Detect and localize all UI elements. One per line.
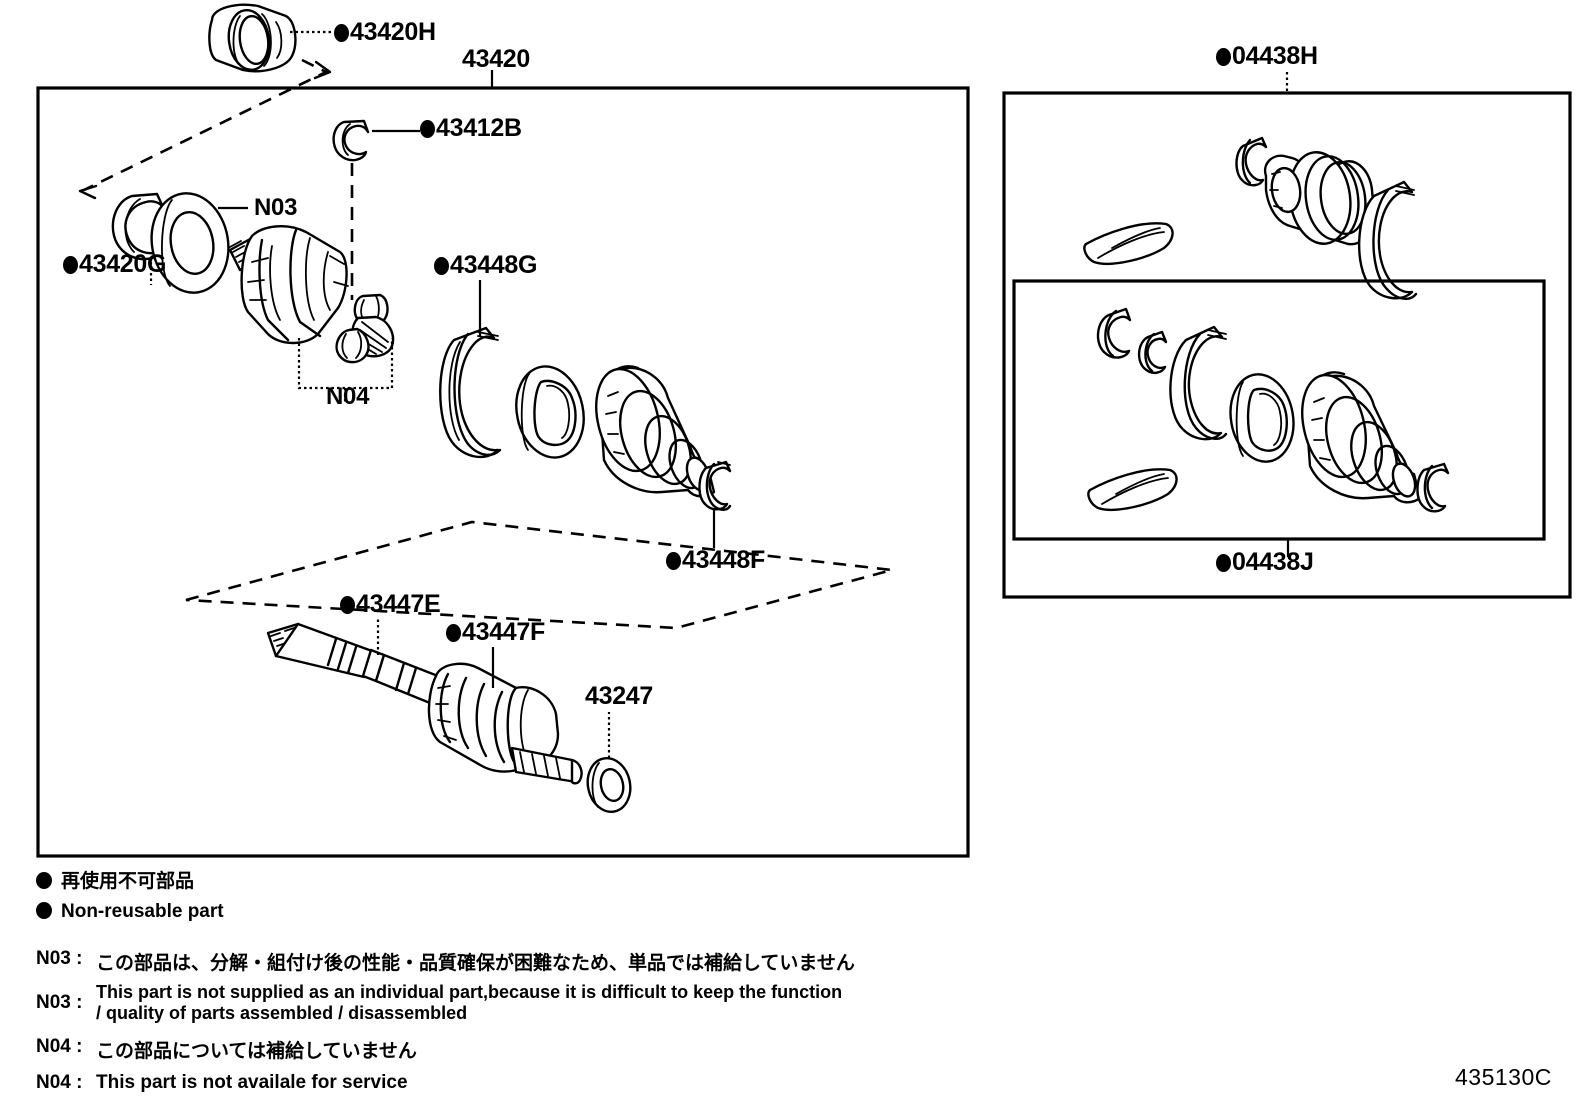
non-reusable-bullet-icon <box>36 872 52 889</box>
part-art-43448F <box>698 460 732 511</box>
part-art-N03 <box>150 192 230 294</box>
non-reusable-bullet-icon <box>420 120 435 138</box>
part-art-boot-retainer <box>515 365 585 459</box>
part-label-04438J: 04438J <box>1216 550 1314 575</box>
non-reusable-bullet-icon <box>36 902 52 919</box>
part-art-04438J-snapring-1 <box>1096 307 1132 359</box>
non-reusable-bullet-icon <box>1216 554 1231 572</box>
part-label-43247: 43247 <box>585 682 654 710</box>
note-text-n03-ja: この部品は、分解・組付け後の性能・品質確保が困難なため、単品では補給していません <box>96 953 855 974</box>
note-tag-n03-en: N03 : <box>36 992 83 1013</box>
assembly-dash-43420H <box>83 58 329 192</box>
note-tag-n03-ja: N03 : <box>36 948 83 969</box>
part-art-04438J-retainer <box>1229 373 1295 463</box>
group-frame-04438H <box>1002 91 1572 599</box>
part-label-43447F: 43447F <box>446 620 545 645</box>
part-art-43448G <box>439 326 502 459</box>
part-label-43447E: 43447E <box>340 592 441 617</box>
non-reusable-bullet-icon <box>666 552 681 570</box>
group-frame-43420 <box>36 86 970 858</box>
part-art-43412B <box>332 119 370 162</box>
group-frame-04438J <box>1012 279 1546 541</box>
non-reusable-bullet-icon <box>434 257 449 275</box>
part-label-43448G: 43448G <box>434 253 537 278</box>
part-label-43448F: 43448F <box>666 548 765 573</box>
part-art-04438H-small-clamp <box>1235 136 1268 187</box>
note-tag-n04-ja: N04 : <box>36 1036 83 1057</box>
part-label-43412B: 43412B <box>420 116 522 141</box>
non-reusable-bullet-icon <box>334 24 349 42</box>
part-art-04438J-snapring-2 <box>1137 330 1168 374</box>
part-label-43420H: 43420H <box>334 20 436 45</box>
part-art-04438H-large-clamp <box>1357 180 1418 300</box>
part-art-04438J-grease-pack <box>1087 468 1178 512</box>
note-text-n03-en: This part is not supplied as an individu… <box>96 982 843 1023</box>
part-art-N04-tripod <box>335 293 395 364</box>
part-art-04438H-grease-pack <box>1083 222 1174 266</box>
part-art-inboard-boot <box>595 365 716 498</box>
assembly-dash-lower <box>185 520 893 630</box>
part-art-04438J-boot <box>1301 371 1422 504</box>
non-reusable-bullet-icon <box>446 624 461 642</box>
part-art-04438J-small-clamp <box>1416 462 1450 513</box>
part-art-outer-race <box>228 225 349 345</box>
non-reusable-bullet-icon <box>63 256 78 274</box>
part-label-43420G: 43420G <box>63 252 166 277</box>
part-art-driveshaft <box>266 622 583 785</box>
part-label-N04: N04 <box>326 383 370 410</box>
legend-non-reusable-en: Non-reusable part <box>36 901 224 923</box>
drawing-number: 435130C <box>1455 1064 1552 1090</box>
part-art-04438H-boot <box>1263 151 1376 246</box>
non-reusable-bullet-icon <box>340 596 355 614</box>
arrowhead-left <box>78 184 98 200</box>
part-art-43420G <box>111 192 165 261</box>
note-text-n04-en: This part is not availale for service <box>96 1072 408 1093</box>
part-art-04438J-clamp <box>1169 325 1228 441</box>
part-label-04438H: 04438H <box>1216 44 1318 69</box>
part-label-43420: 43420 <box>462 45 531 73</box>
note-tag-n04-en: N04 : <box>36 1072 83 1093</box>
note-text-n04-ja: この部品については補給していません <box>96 1041 417 1062</box>
part-art-43247 <box>586 757 632 813</box>
legend-non-reusable-ja: 再使用不可部品 <box>36 866 194 893</box>
non-reusable-bullet-icon <box>1216 48 1231 66</box>
part-art-43420H <box>208 3 297 73</box>
arrowhead-right <box>313 60 332 80</box>
part-label-N03: N03 <box>254 194 298 221</box>
